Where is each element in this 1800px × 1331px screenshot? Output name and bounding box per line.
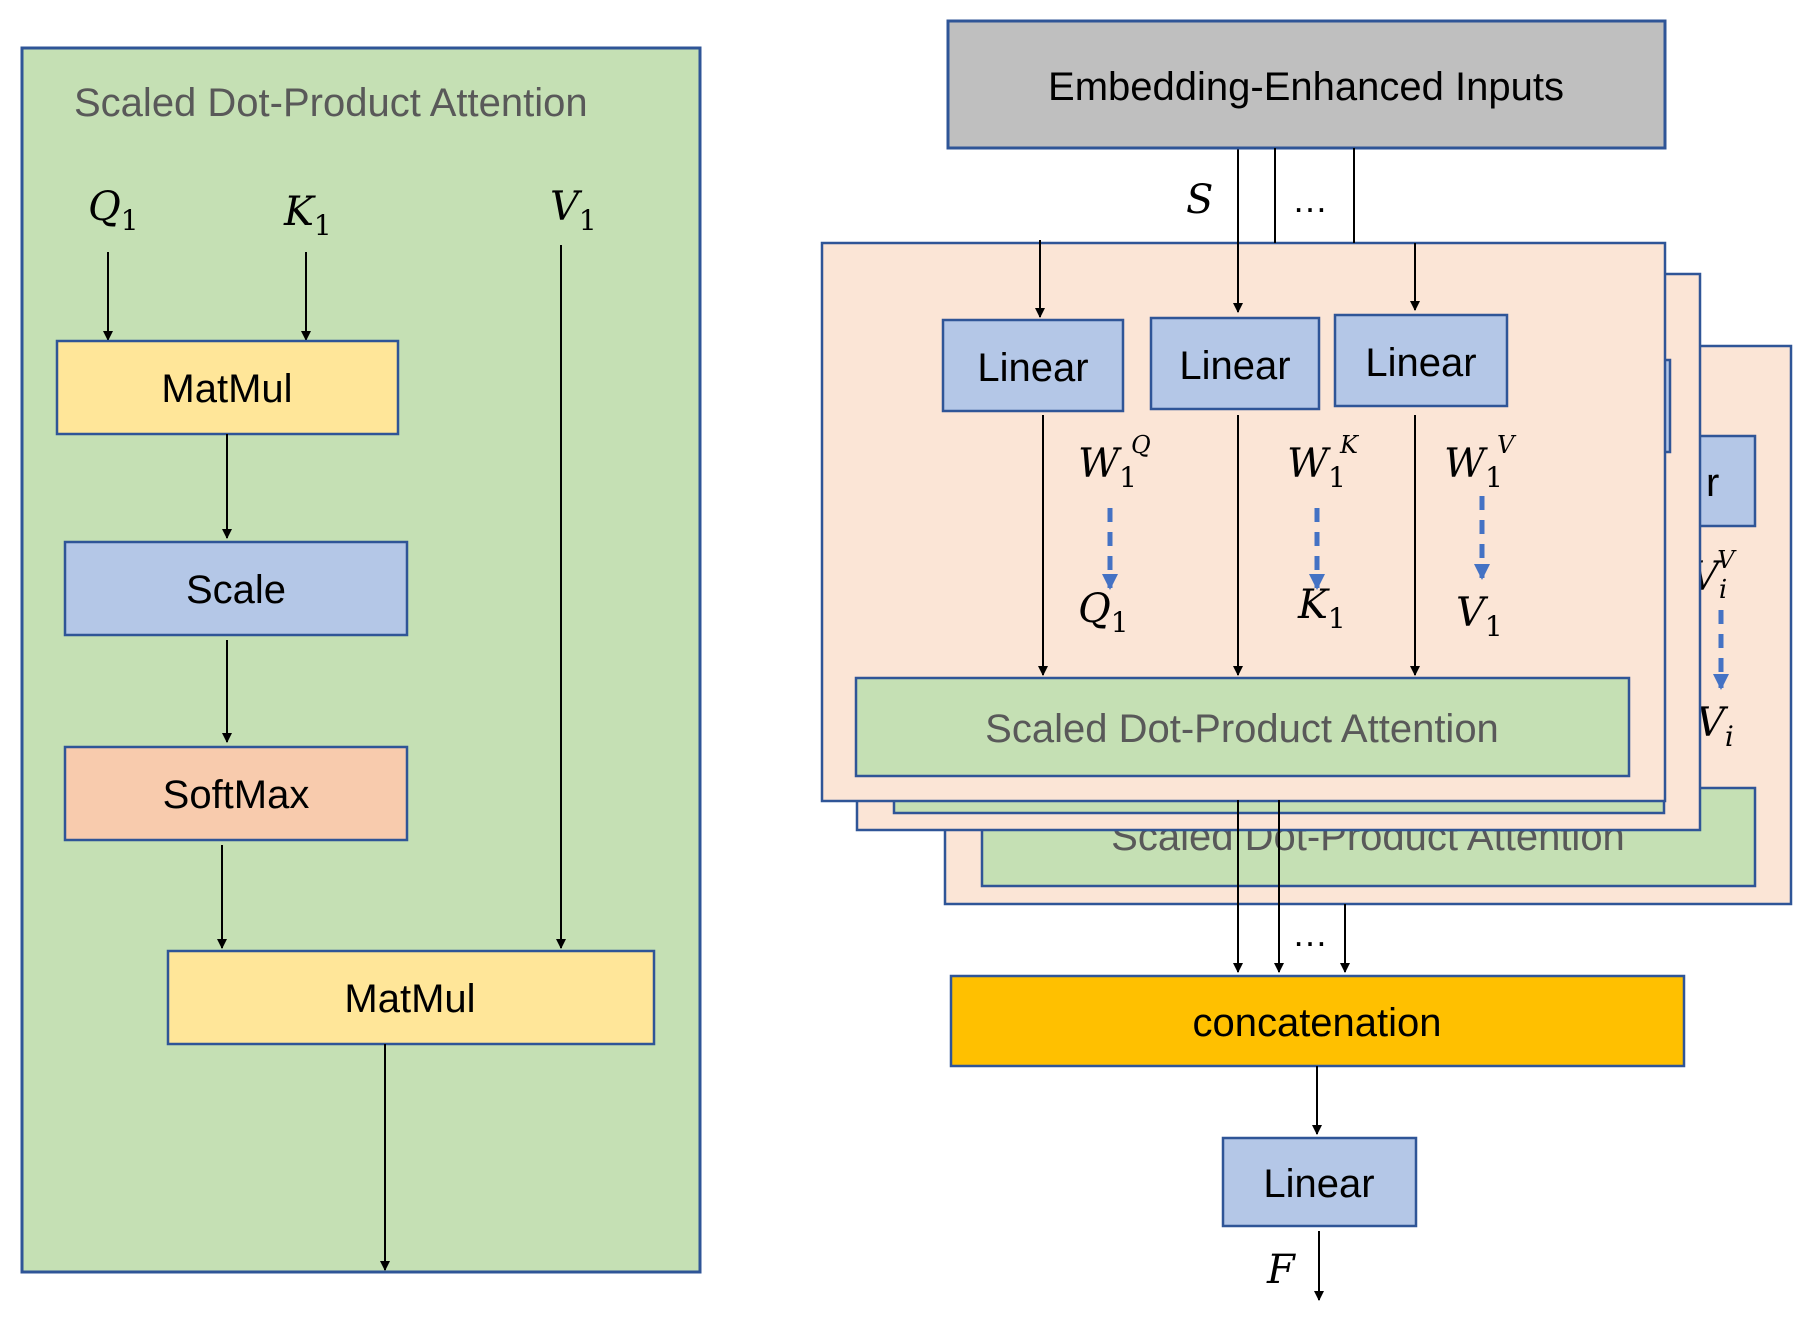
head-front-linear-v-label: Linear: [1365, 341, 1476, 385]
output-var-f: F: [1266, 1247, 1296, 1293]
softmax-label: SoftMax: [163, 773, 310, 817]
softmax-block: [63, 745, 409, 842]
embedding-inputs-label: Embedding-Enhanced Inputs: [1048, 65, 1564, 109]
head-front-output-k: K1: [1297, 582, 1346, 635]
scale-label: Scale: [186, 568, 286, 612]
matmul-bottom-block: [166, 949, 656, 1046]
head-back-output: Vi: [1696, 700, 1734, 753]
scale-block: [63, 540, 409, 637]
head-front-linear-v: [1333, 313, 1509, 408]
head-front-output-v: V1: [1456, 590, 1503, 643]
concatenation-block: [949, 974, 1686, 1068]
matmul-top-block: [55, 339, 400, 436]
head-front-linear-q: [941, 318, 1125, 413]
matmul-top-label: MatMul: [161, 367, 292, 411]
left-attention-panel: Scaled Dot-Product Attention Q1 K1 V1 Ma…: [20, 46, 702, 1274]
attention-head-front: Linear Linear Linear W1Q W1K W1V Q1 K1 V…: [820, 145, 1667, 803]
left-input-q: Q1: [88, 184, 139, 237]
matmul-bottom-label: MatMul: [344, 977, 475, 1021]
concatenation-label: concatenation: [1192, 1001, 1441, 1045]
input-var-s: S: [1186, 177, 1213, 223]
left-input-v: V1: [550, 184, 597, 237]
left-input-k: K1: [283, 189, 332, 242]
concat-ellipsis: …: [1292, 913, 1328, 954]
input-section: Embedding-Enhanced Inputs S …: [946, 19, 1667, 243]
left-panel-title: Scaled Dot-Product Attention: [74, 81, 588, 125]
head-front-linear-k: [1149, 316, 1321, 411]
embedding-inputs-block: [946, 19, 1667, 150]
head-front-weight-v: W1V: [1444, 431, 1517, 494]
head-front-attention-label: Scaled Dot-Product Attention: [985, 707, 1499, 751]
head-back-linear-fragment: r: [1706, 461, 1719, 505]
left-panel-background: [20, 46, 702, 1274]
head-front-linear-k-label: Linear: [1179, 344, 1290, 388]
output-linear-block: [1221, 1136, 1418, 1228]
head-front-weight-q: W1Q: [1078, 431, 1151, 494]
output-section: … concatenation Linear F: [949, 800, 1686, 1301]
input-ellipsis: …: [1292, 179, 1328, 220]
head-front-weight-k: W1K: [1287, 431, 1360, 494]
head-front-linear-q-label: Linear: [977, 346, 1088, 390]
head-front-attention-block: [854, 676, 1631, 778]
head-front-output-q: Q1: [1078, 586, 1129, 639]
output-linear-label: Linear: [1263, 1162, 1374, 1206]
